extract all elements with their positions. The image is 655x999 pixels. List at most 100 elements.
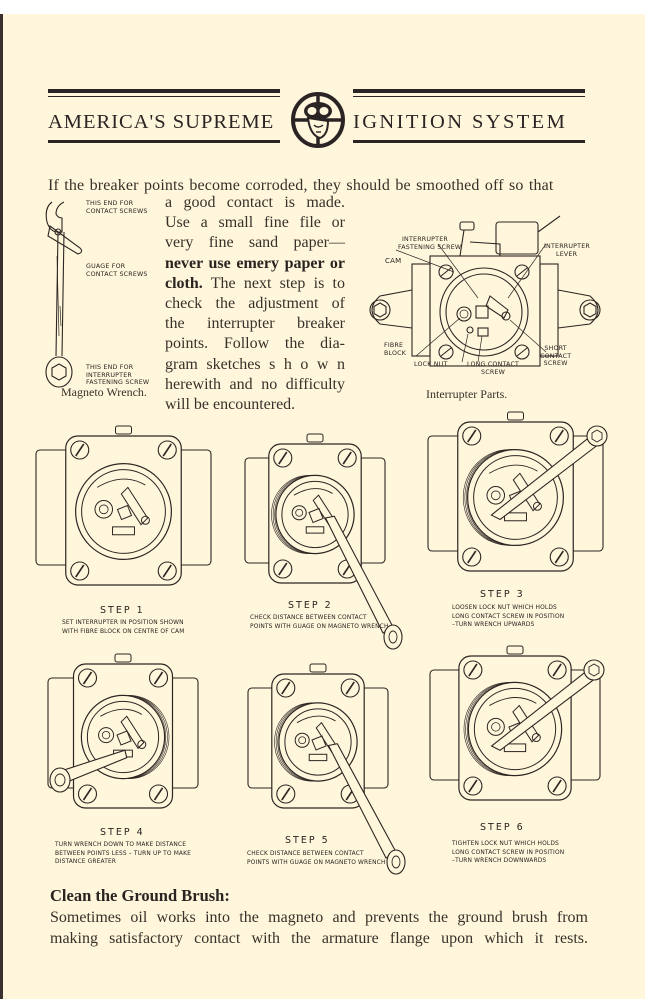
screw-icon — [337, 448, 357, 468]
cam — [294, 732, 310, 748]
wrench-hex — [391, 855, 401, 869]
label-line: THIS END FOR — [86, 364, 134, 371]
wrench-caption: Magneto Wrench. — [61, 385, 147, 399]
ground-brush-paragraph: Sometimes oil works into the magneto and… — [50, 908, 588, 949]
step-line: WITH FIBRE BLOCK ON CENTRE OF CAM — [62, 628, 185, 635]
wrench-ring — [49, 767, 71, 793]
interrupter-disc-inner — [81, 469, 166, 554]
label-interrupter-lever: INTERRUPTER LEVER — [544, 243, 590, 258]
header-rule-bottom-left — [48, 140, 280, 143]
paragraph-line: points. Follow the dia- — [165, 335, 345, 353]
step-line: LONG CONTACT SCREW IN POSITION — [452, 849, 565, 856]
screw-icon — [77, 668, 98, 688]
cam — [98, 727, 115, 744]
ground-brush-heading: Clean the Ground Brush: — [50, 886, 230, 905]
paragraph-line-rest: The next step is to — [202, 274, 345, 292]
spring — [489, 697, 537, 706]
label-line: LEVER — [556, 250, 578, 258]
label-line: FASTENING SCREW — [398, 243, 462, 251]
header-rule-top-right — [353, 89, 585, 93]
screw-slot — [467, 550, 477, 564]
paragraph-line: making satisfactory contact with the arm… — [50, 929, 588, 947]
spring — [296, 715, 336, 724]
cam-center — [98, 504, 109, 515]
screw-slot — [554, 550, 564, 564]
step-line: CHECK DISTANCE BETWEEN CONTACT — [250, 615, 367, 621]
screw-icon — [462, 547, 482, 567]
screw-icon — [77, 784, 98, 804]
top-clip — [115, 425, 132, 435]
step-line: CHECK DISTANCE BETWEEN CONTACT — [247, 851, 364, 857]
magneto-step-2-diagram — [244, 433, 403, 650]
interrupter-lever — [120, 486, 149, 526]
screw-icon — [463, 776, 483, 796]
label-line: INTERRUPTER — [544, 243, 590, 250]
label-line: BLOCK — [384, 349, 407, 357]
step-2-title: STEP 2 — [288, 600, 333, 611]
paragraph-line: cloth. The next step is to — [165, 274, 345, 294]
wrench-ring — [583, 659, 605, 681]
label-fibre-block: FIBRE BLOCK — [384, 342, 406, 357]
magneto-step-4-diagram — [47, 653, 199, 809]
paragraph-line: check the adjustment of — [165, 294, 345, 312]
page-binding-edge — [0, 14, 3, 999]
screw-icon — [340, 678, 360, 698]
screw-slot — [468, 779, 478, 793]
step-line: SET INTERRUPTER IN POSITION SHOWN — [62, 620, 184, 626]
step-2-description: CHECK DISTANCE BETWEEN CONTACT POINTS WIT… — [250, 614, 389, 631]
screw-icon — [547, 660, 567, 680]
paragraph-line: a good contact is made. — [165, 194, 345, 211]
screw-slot — [82, 671, 93, 685]
interrupter-disc-inner — [281, 480, 349, 549]
header-right-title: IGNITION SYSTEM — [353, 111, 568, 133]
lock-nut — [116, 504, 133, 521]
screw-icon — [273, 448, 293, 468]
bold-warning: never use emery paper or — [165, 254, 345, 272]
magneto-step-1-diagram — [35, 425, 212, 586]
step-line: –TURN WRENCH UPWARDS — [452, 622, 535, 629]
paragraph-line: Sometimes oil works into the magneto and… — [50, 909, 588, 926]
paragraph-line: herewith and no difficulty — [165, 375, 345, 393]
step-line: –TURN WRENCH DOWNWARDS — [452, 858, 547, 865]
screw-icon — [463, 660, 483, 680]
step-1-description: SET INTERRUPTER IN POSITION SHOWN WITH FI… — [62, 619, 184, 636]
step-line: POINTS WITH GUAGE ON MAGNETO WRENCH — [250, 623, 389, 630]
header-rule-bottom-right — [353, 140, 585, 143]
aviator-head-emblem-icon — [291, 92, 345, 148]
interrupter-disc-inner — [473, 687, 557, 771]
cam — [291, 505, 307, 521]
wrench-ring — [386, 849, 406, 875]
step-line: LONG CONTACT SCREW IN POSITION — [452, 613, 565, 620]
interrupter-disc-inner — [284, 708, 352, 776]
contact-screw — [308, 753, 328, 762]
spring — [293, 488, 333, 496]
lever-pivot — [532, 501, 542, 511]
screw-icon — [148, 784, 169, 804]
label-short-contact-screw: SHORT CONTACT SCREW — [540, 345, 571, 368]
label-line: INTERRUPTER — [402, 236, 448, 243]
label-lock-nut: LOCK NUT — [414, 361, 448, 368]
screw-slot — [153, 671, 164, 685]
screw-slot — [342, 451, 352, 465]
contact-screw — [112, 526, 135, 536]
contact-screw — [305, 526, 325, 534]
paragraph-line: very fine sand paper— — [165, 234, 345, 252]
paragraph-line: will be encountered. — [165, 395, 296, 413]
cam — [486, 486, 506, 505]
screw-slot — [75, 443, 85, 457]
lever-pivot — [137, 740, 147, 750]
screw-icon — [273, 559, 293, 579]
contact-screw — [504, 512, 527, 522]
screw-icon — [276, 678, 296, 698]
paragraph-line: gram sketches s h o w n — [165, 355, 345, 373]
label-line: CONTACT SCREWS — [86, 270, 148, 278]
lock-nut — [116, 730, 132, 746]
interrupter-disc-inner — [86, 700, 160, 774]
interrupter-caption: Interrupter Parts. — [426, 387, 508, 401]
step-line: TURN WRENCH DOWN TO MAKE DISTANCE — [55, 842, 187, 848]
header-rule-top-left — [48, 89, 280, 93]
